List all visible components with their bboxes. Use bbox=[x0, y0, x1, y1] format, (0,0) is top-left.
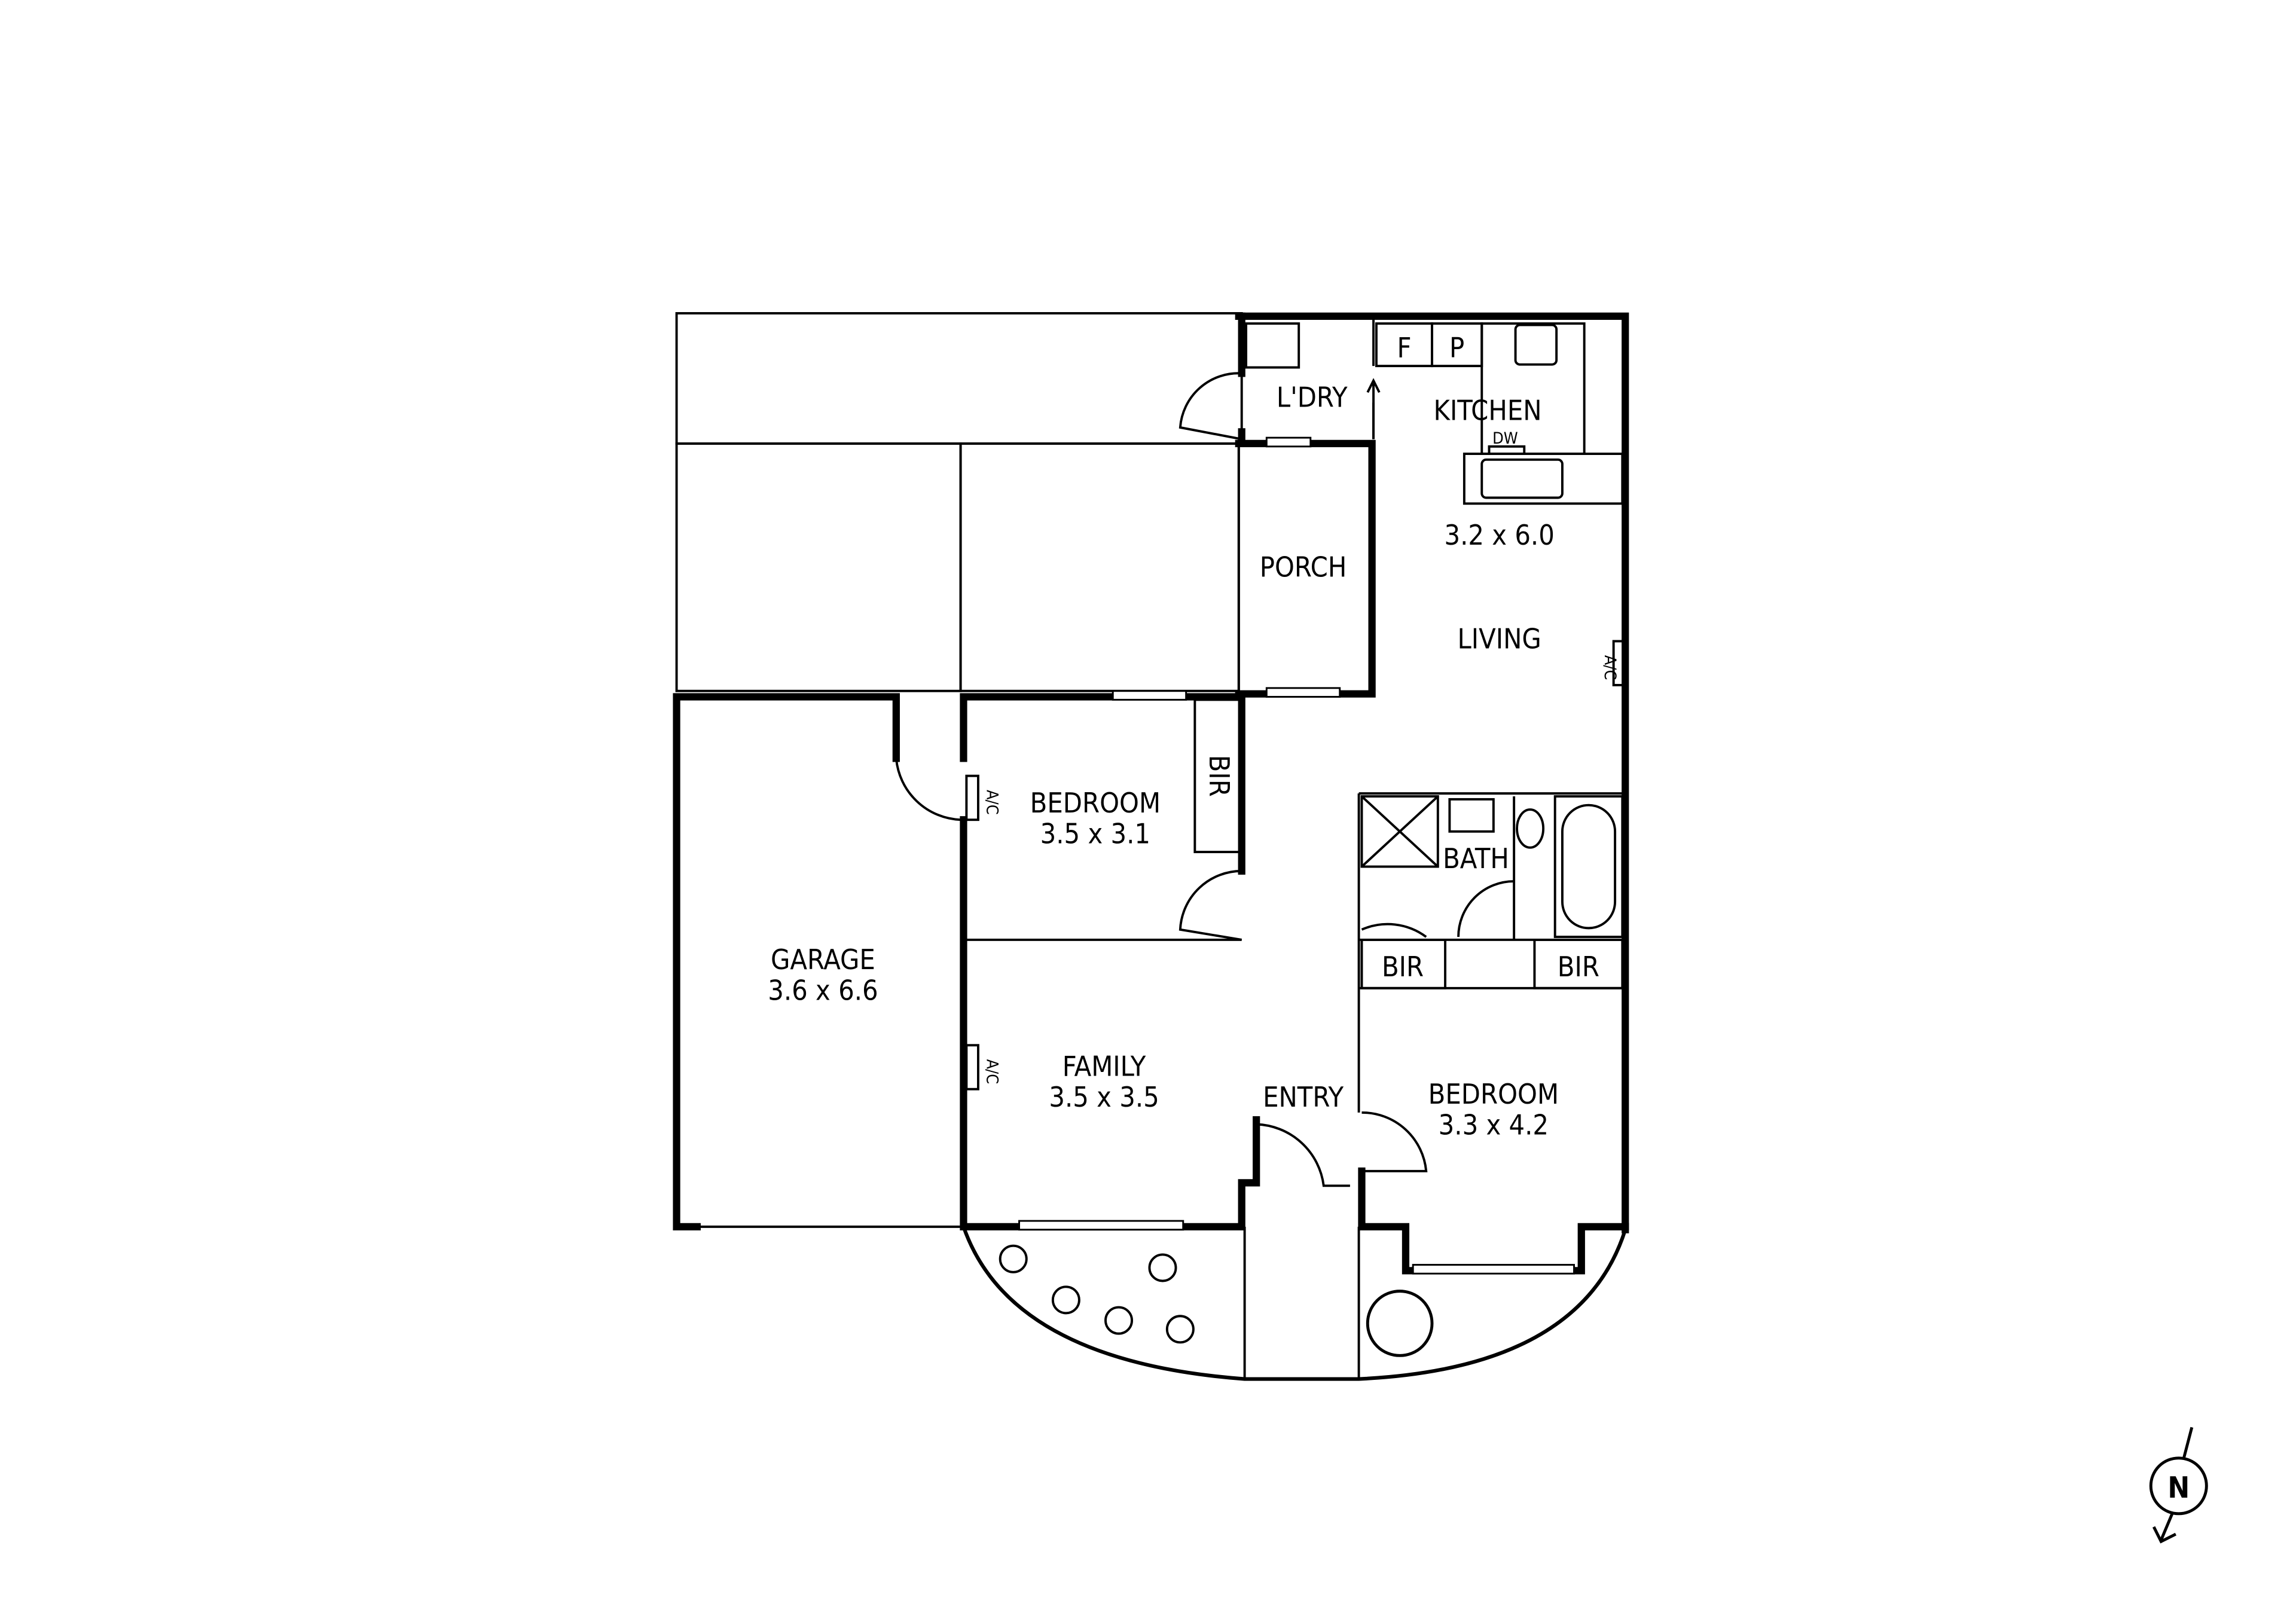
room-label-living: LIVING bbox=[1457, 623, 1541, 655]
fridge-label: F bbox=[1397, 331, 1411, 364]
room-label-bedroom2: BEDROOM bbox=[1428, 1078, 1559, 1110]
front-garden bbox=[961, 1226, 1628, 1381]
room-size-family: 3.5 x 3.5 bbox=[1049, 1081, 1159, 1113]
compass-label: N bbox=[2167, 1471, 2190, 1505]
dishwasher-label: DW bbox=[1492, 429, 1518, 448]
room-size-garage: 3.6 x 6.6 bbox=[768, 974, 878, 1006]
bir-label-bedroom1: BIR bbox=[1203, 755, 1235, 797]
tree-icon bbox=[1366, 1290, 1434, 1357]
room-label-porch: PORCH bbox=[1260, 551, 1347, 584]
outdoor-areas bbox=[675, 312, 1243, 692]
sink-icon bbox=[1480, 458, 1564, 499]
bir-label-bedroom2-right: BIR bbox=[1558, 951, 1599, 983]
north-compass-icon: N bbox=[2149, 1426, 2208, 1544]
toilet-icon bbox=[1516, 808, 1545, 849]
room-label-family: FAMILY bbox=[1062, 1050, 1146, 1083]
bathtub-icon bbox=[1561, 804, 1617, 930]
room-size-bedroom2: 3.3 x 4.2 bbox=[1439, 1109, 1549, 1141]
ac-label-living: A/C bbox=[1601, 655, 1619, 680]
ac-label-family: A/C bbox=[983, 1059, 1002, 1085]
room-size-bedroom1: 3.5 x 3.1 bbox=[1040, 817, 1150, 850]
room-label-kitchen: KITCHEN bbox=[1434, 395, 1542, 427]
room-label-laundry: L'DRY bbox=[1277, 381, 1348, 414]
room-label-garage: GARAGE bbox=[771, 943, 875, 976]
room-label-bedroom1: BEDROOM bbox=[1030, 787, 1161, 819]
ac-label-bedroom1: A/C bbox=[983, 790, 1002, 815]
cooktop-icon bbox=[1514, 323, 1558, 366]
room-size-living: 3.2 x 6.0 bbox=[1444, 519, 1554, 551]
room-label-entry: ENTRY bbox=[1263, 1081, 1344, 1113]
pantry-label: P bbox=[1449, 331, 1464, 364]
plant-icon bbox=[999, 1244, 1195, 1344]
room-label-bath: BATH bbox=[1443, 842, 1509, 875]
bir-label-bedroom2-left: BIR bbox=[1382, 951, 1424, 983]
